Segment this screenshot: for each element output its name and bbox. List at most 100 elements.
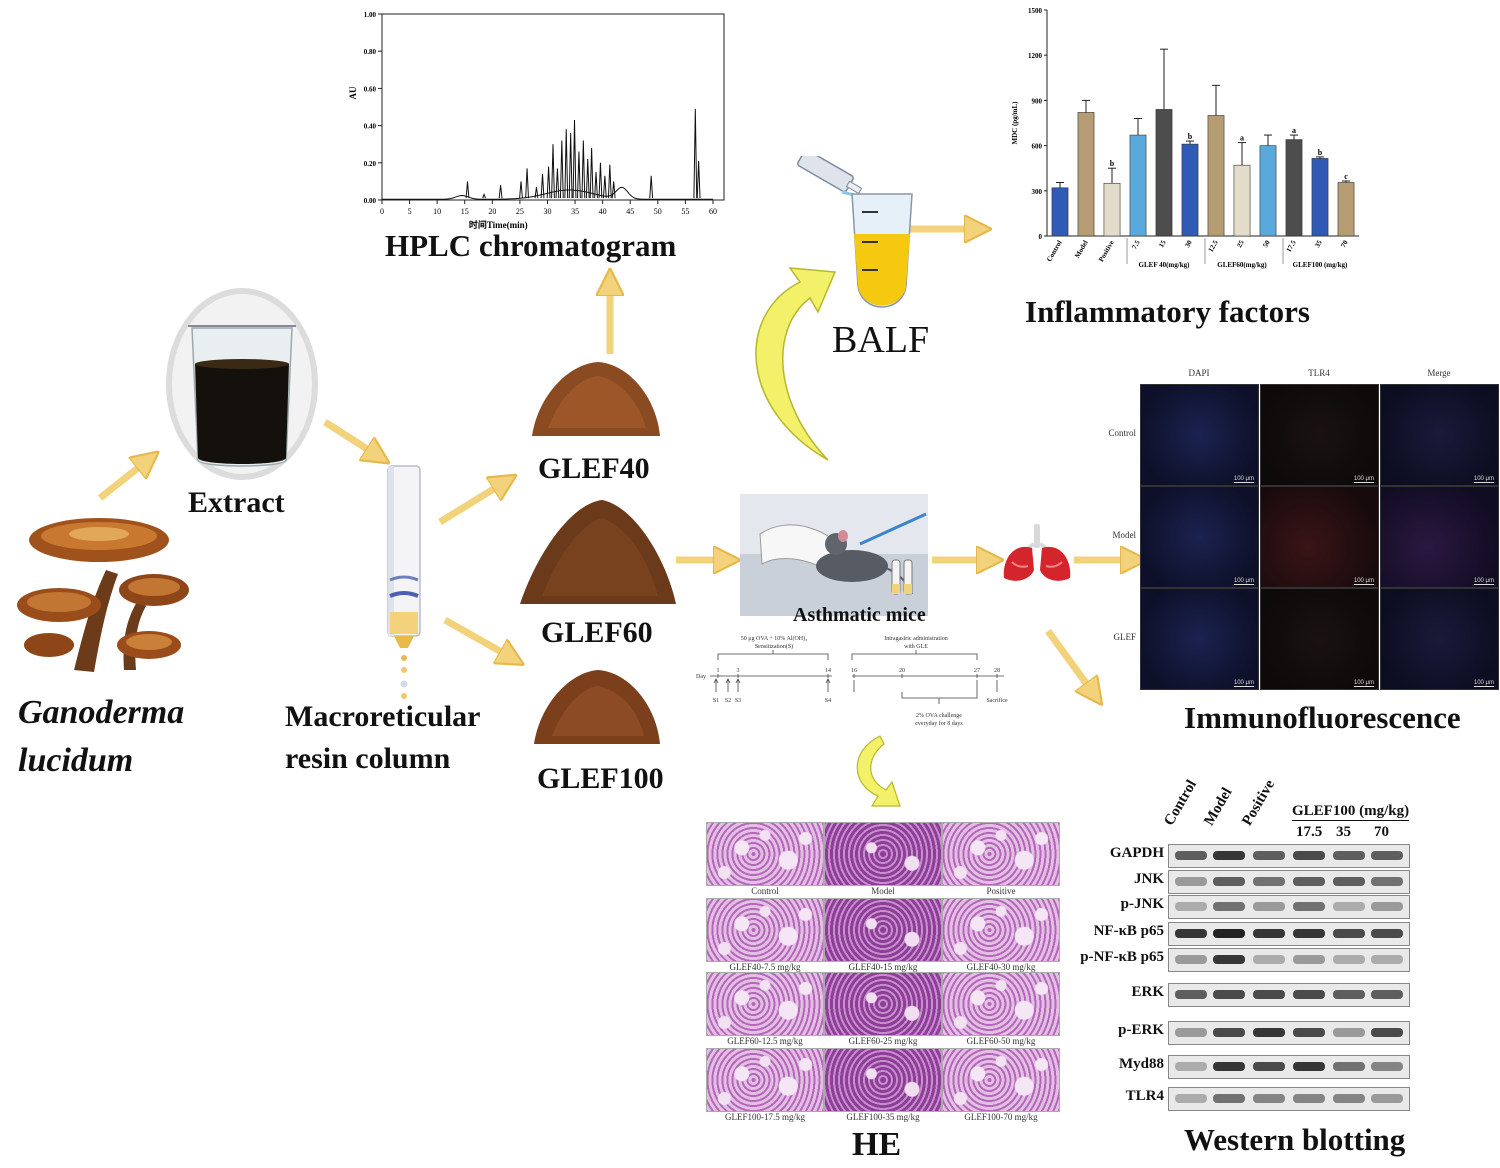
hplc-peak [534, 186, 539, 199]
he-caption: GLEF100-35 mg/kg [846, 1112, 920, 1122]
mdc-sig-letter: b [1110, 159, 1115, 168]
timeline-day-number: 16 [851, 668, 857, 674]
timeline-day-label: Day [696, 674, 706, 680]
timeline-day-number: 14 [825, 668, 831, 674]
timeline-challenge-text: 2% OVA challenge [916, 713, 962, 719]
he-image-cell [942, 972, 1060, 1036]
hplc-peak [572, 120, 577, 199]
hplc-label: HPLC chromatogram [385, 228, 677, 263]
he-caption: Positive [986, 886, 1016, 896]
mdc-category-label: Model [1073, 239, 1089, 260]
arrow-column-to-glef40 [438, 482, 505, 525]
balf-tube-icon [797, 156, 913, 308]
hplc-peak [498, 185, 503, 199]
if-row-label: Model [1112, 530, 1137, 540]
he-caption: GLEF100-17.5 mg/kg [725, 1112, 805, 1122]
mdc-bar [1129, 134, 1147, 237]
if-row-label: Control [1108, 428, 1136, 438]
resin-label-line2: resin column [285, 742, 451, 775]
arrow-mushroom-to-extract [97, 460, 148, 501]
timeline-day-number: 27 [974, 668, 980, 674]
if-scale-bar: 100 μm [1233, 476, 1254, 483]
timeline-day-number: 3 [737, 668, 740, 674]
hplc-peak [611, 181, 616, 199]
if-image-cell: 100 μm [1260, 384, 1379, 486]
he-caption: GLEF40-7.5 mg/kg [729, 962, 801, 972]
timeline-sensitization-text-2: Sensitization(S) [755, 643, 793, 650]
ganoderma-mushroom-icon [17, 518, 189, 672]
mdc-group-label: GLEF100 (mg/kg) [1293, 261, 1348, 269]
mdc-category-label: 7.5 [1130, 239, 1142, 251]
if-scale-bar: 100 μm [1233, 680, 1254, 687]
hplc-x-tick-label: 50 [654, 207, 662, 216]
mdc-y-tick-label: 1500 [1028, 7, 1043, 15]
mdc-bar [1207, 115, 1225, 237]
mdc-category-label: Control [1045, 239, 1064, 263]
mdc-y-tick-label: 1200 [1028, 52, 1043, 60]
hplc-x-tick-label: 35 [571, 207, 579, 216]
resin-column-icon [387, 465, 421, 699]
mdc-category-label: 70 [1339, 239, 1350, 249]
hplc-peak [589, 147, 594, 199]
he-caption: GLEF60-12.5 mg/kg [727, 1036, 803, 1046]
if-column-header: Merge [1427, 368, 1451, 378]
hplc-peak [465, 181, 470, 199]
mdc-bar [1077, 112, 1095, 237]
hplc-peak [585, 159, 590, 199]
mdc-y-axis-label: MDC (pg/mL) [1011, 101, 1019, 145]
mdc-bar [1285, 139, 1303, 237]
timeline-event-arrowhead [713, 678, 719, 684]
hplc-peak [482, 193, 486, 199]
he-image-cell [824, 898, 942, 962]
hplc-x-tick-label: 60 [709, 207, 717, 216]
timeline-event-arrowhead [725, 678, 731, 684]
hplc-frame [381, 13, 725, 201]
mdc-category-label: 12.5 [1207, 239, 1220, 254]
timeline-event-arrowhead [825, 678, 831, 684]
he-image-cell [942, 898, 1060, 962]
timeline-event-label: S1 [713, 698, 719, 704]
mdc-category-label: 35 [1313, 239, 1324, 249]
hplc-y-tick-label: 1.00 [364, 11, 377, 19]
timeline-sensitization-text: 50 μg OVA + 10% Al(OH)₃ [741, 635, 807, 642]
ganoderma-label-line1: Ganoderma [18, 694, 185, 731]
arrow-lung-to-if-lower [1045, 628, 1094, 694]
hplc-x-tick-label: 40 [599, 207, 607, 216]
hplc-peak [525, 168, 529, 199]
if-image-cell: 100 μm [1380, 384, 1499, 486]
hplc-peak [581, 140, 586, 199]
mdc-sig-letter: b [1318, 148, 1323, 157]
he-image-cell [824, 1048, 942, 1112]
he-caption: GLEF40-30 mg/kg [966, 962, 1036, 972]
mdc-sig-letter: a [1240, 134, 1244, 143]
if-scale-bar: 100 μm [1233, 578, 1254, 585]
if-scale-bar: 100 μm [1473, 578, 1494, 585]
mdc-sig-letter: a [1292, 126, 1296, 135]
curved-arrow-to-he [856, 735, 901, 807]
timeline-event-label: S4 [825, 698, 831, 704]
timeline-event-label: S2 [725, 698, 731, 704]
timeline-administration-text: Intragastric administration [884, 636, 947, 642]
timeline-event-arrowhead [735, 678, 741, 684]
he-label: HE [852, 1126, 902, 1163]
he-caption: GLEF60-50 mg/kg [966, 1036, 1036, 1046]
he-image-cell [706, 972, 824, 1036]
hplc-peak [577, 151, 581, 199]
if-image-cell: 100 μm [1140, 384, 1259, 486]
timeline-event-label: S3 [735, 698, 741, 704]
he-image-cell [706, 822, 824, 886]
mdc-category-label: 25 [1235, 239, 1246, 249]
timeline-administration-text-2: with GLE [904, 644, 928, 650]
if-column-header: TLR4 [1308, 368, 1330, 378]
hplc-y-tick-label: 0.80 [364, 48, 377, 56]
ganoderma-label-line2: lucidum [18, 742, 134, 779]
hplc-y-tick-label: 0.40 [364, 123, 377, 131]
he-image-cell [706, 1048, 824, 1112]
he-caption: GLEF40-15 mg/kg [848, 962, 918, 972]
if-image-cell: 100 μm [1260, 486, 1379, 588]
mdc-y-tick-label: 600 [1032, 143, 1043, 151]
he-image-cell [706, 898, 824, 962]
